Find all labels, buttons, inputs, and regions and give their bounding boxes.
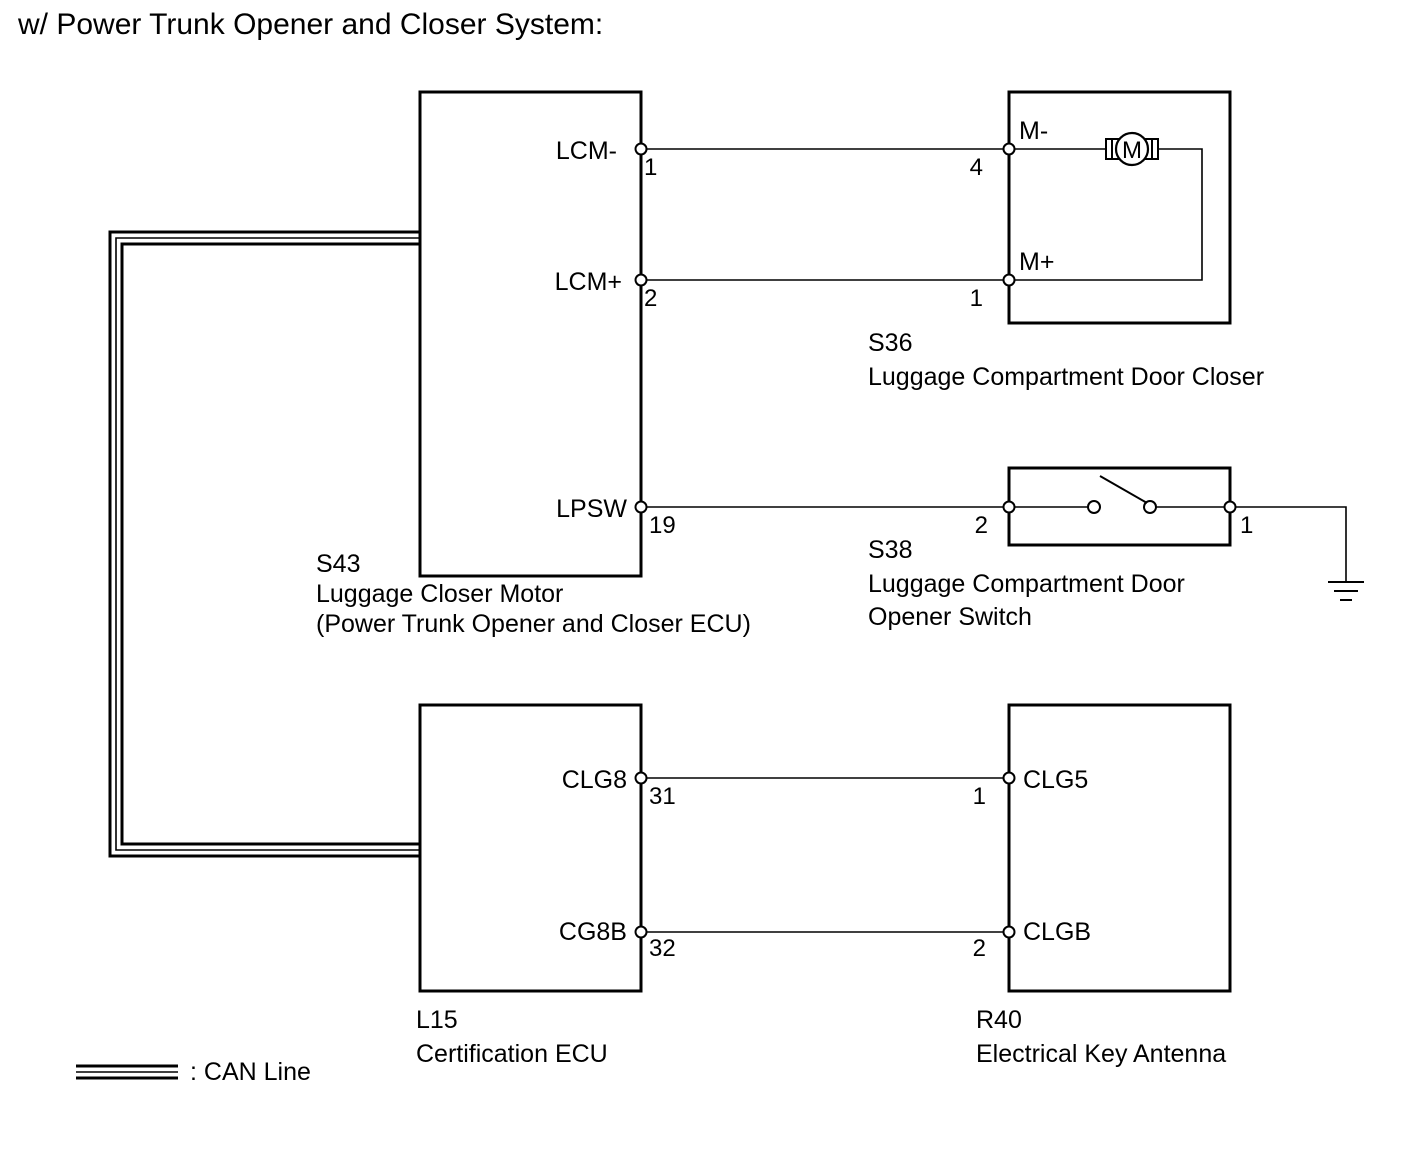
l15-box — [418, 703, 643, 993]
s43-pin-label-lcm-minus: LCM- — [556, 137, 617, 165]
s43-name: Luggage Closer Motor — [316, 580, 563, 608]
l15-name: Certification ECU — [416, 1040, 608, 1068]
s36-box — [1007, 90, 1232, 325]
r40-box — [1007, 703, 1232, 993]
s43-box — [418, 90, 643, 578]
terminals — [634, 142, 1237, 939]
motor-symbol: M — [1122, 137, 1142, 164]
s38-pin-number-2: 2 — [975, 512, 988, 539]
r40-pin-label-clg5: CLG5 — [1023, 766, 1088, 794]
l15-code: L15 — [416, 1006, 458, 1034]
legend-can-line-label: : CAN Line — [190, 1058, 311, 1086]
s43-pin-number-1: 1 — [644, 154, 657, 181]
s36-code: S36 — [868, 329, 912, 357]
r40-pin-label-clgb: CLGB — [1023, 918, 1091, 946]
can-line — [108, 230, 420, 858]
s38-pin-number-1: 1 — [1240, 512, 1253, 539]
s43-pin-label-lpsw: LPSW — [556, 495, 627, 523]
s36-pin-number-4: 4 — [970, 154, 983, 181]
s36-pin-label-m-minus: M- — [1019, 117, 1048, 145]
diagram-title: w/ Power Trunk Opener and Closer System: — [17, 8, 603, 41]
l15-pin-number-32: 32 — [649, 935, 676, 962]
s36-name: Luggage Compartment Door Closer — [868, 363, 1264, 391]
r40-pin-number-1: 1 — [973, 783, 986, 810]
l15-pin-label-clg8: CLG8 — [562, 766, 627, 794]
s38-name-line1: Luggage Compartment Door — [868, 570, 1185, 598]
s43-code: S43 — [316, 550, 360, 578]
switch-icon — [1087, 475, 1157, 514]
s43-subname: (Power Trunk Opener and Closer ECU) — [316, 610, 751, 638]
s38-code: S38 — [868, 536, 912, 564]
r40-code: R40 — [976, 1006, 1022, 1034]
can-line-icon — [76, 1064, 178, 1080]
ground-icon — [1328, 581, 1364, 601]
s43-pin-label-lcm-plus: LCM+ — [555, 268, 622, 296]
r40-name: Electrical Key Antenna — [976, 1040, 1226, 1068]
motor-icon: M — [1105, 131, 1159, 167]
s36-pin-label-m-plus: M+ — [1019, 248, 1054, 276]
s38-name-line2: Opener Switch — [868, 603, 1032, 631]
s43-pin-number-19: 19 — [649, 512, 676, 539]
r40-pin-number-2: 2 — [973, 935, 986, 962]
wires — [641, 148, 1347, 933]
l15-pin-label-cg8b: CG8B — [559, 918, 627, 946]
s43-pin-number-2: 2 — [644, 285, 657, 312]
s36-pin-number-1: 1 — [970, 285, 983, 312]
l15-pin-number-31: 31 — [649, 783, 676, 810]
